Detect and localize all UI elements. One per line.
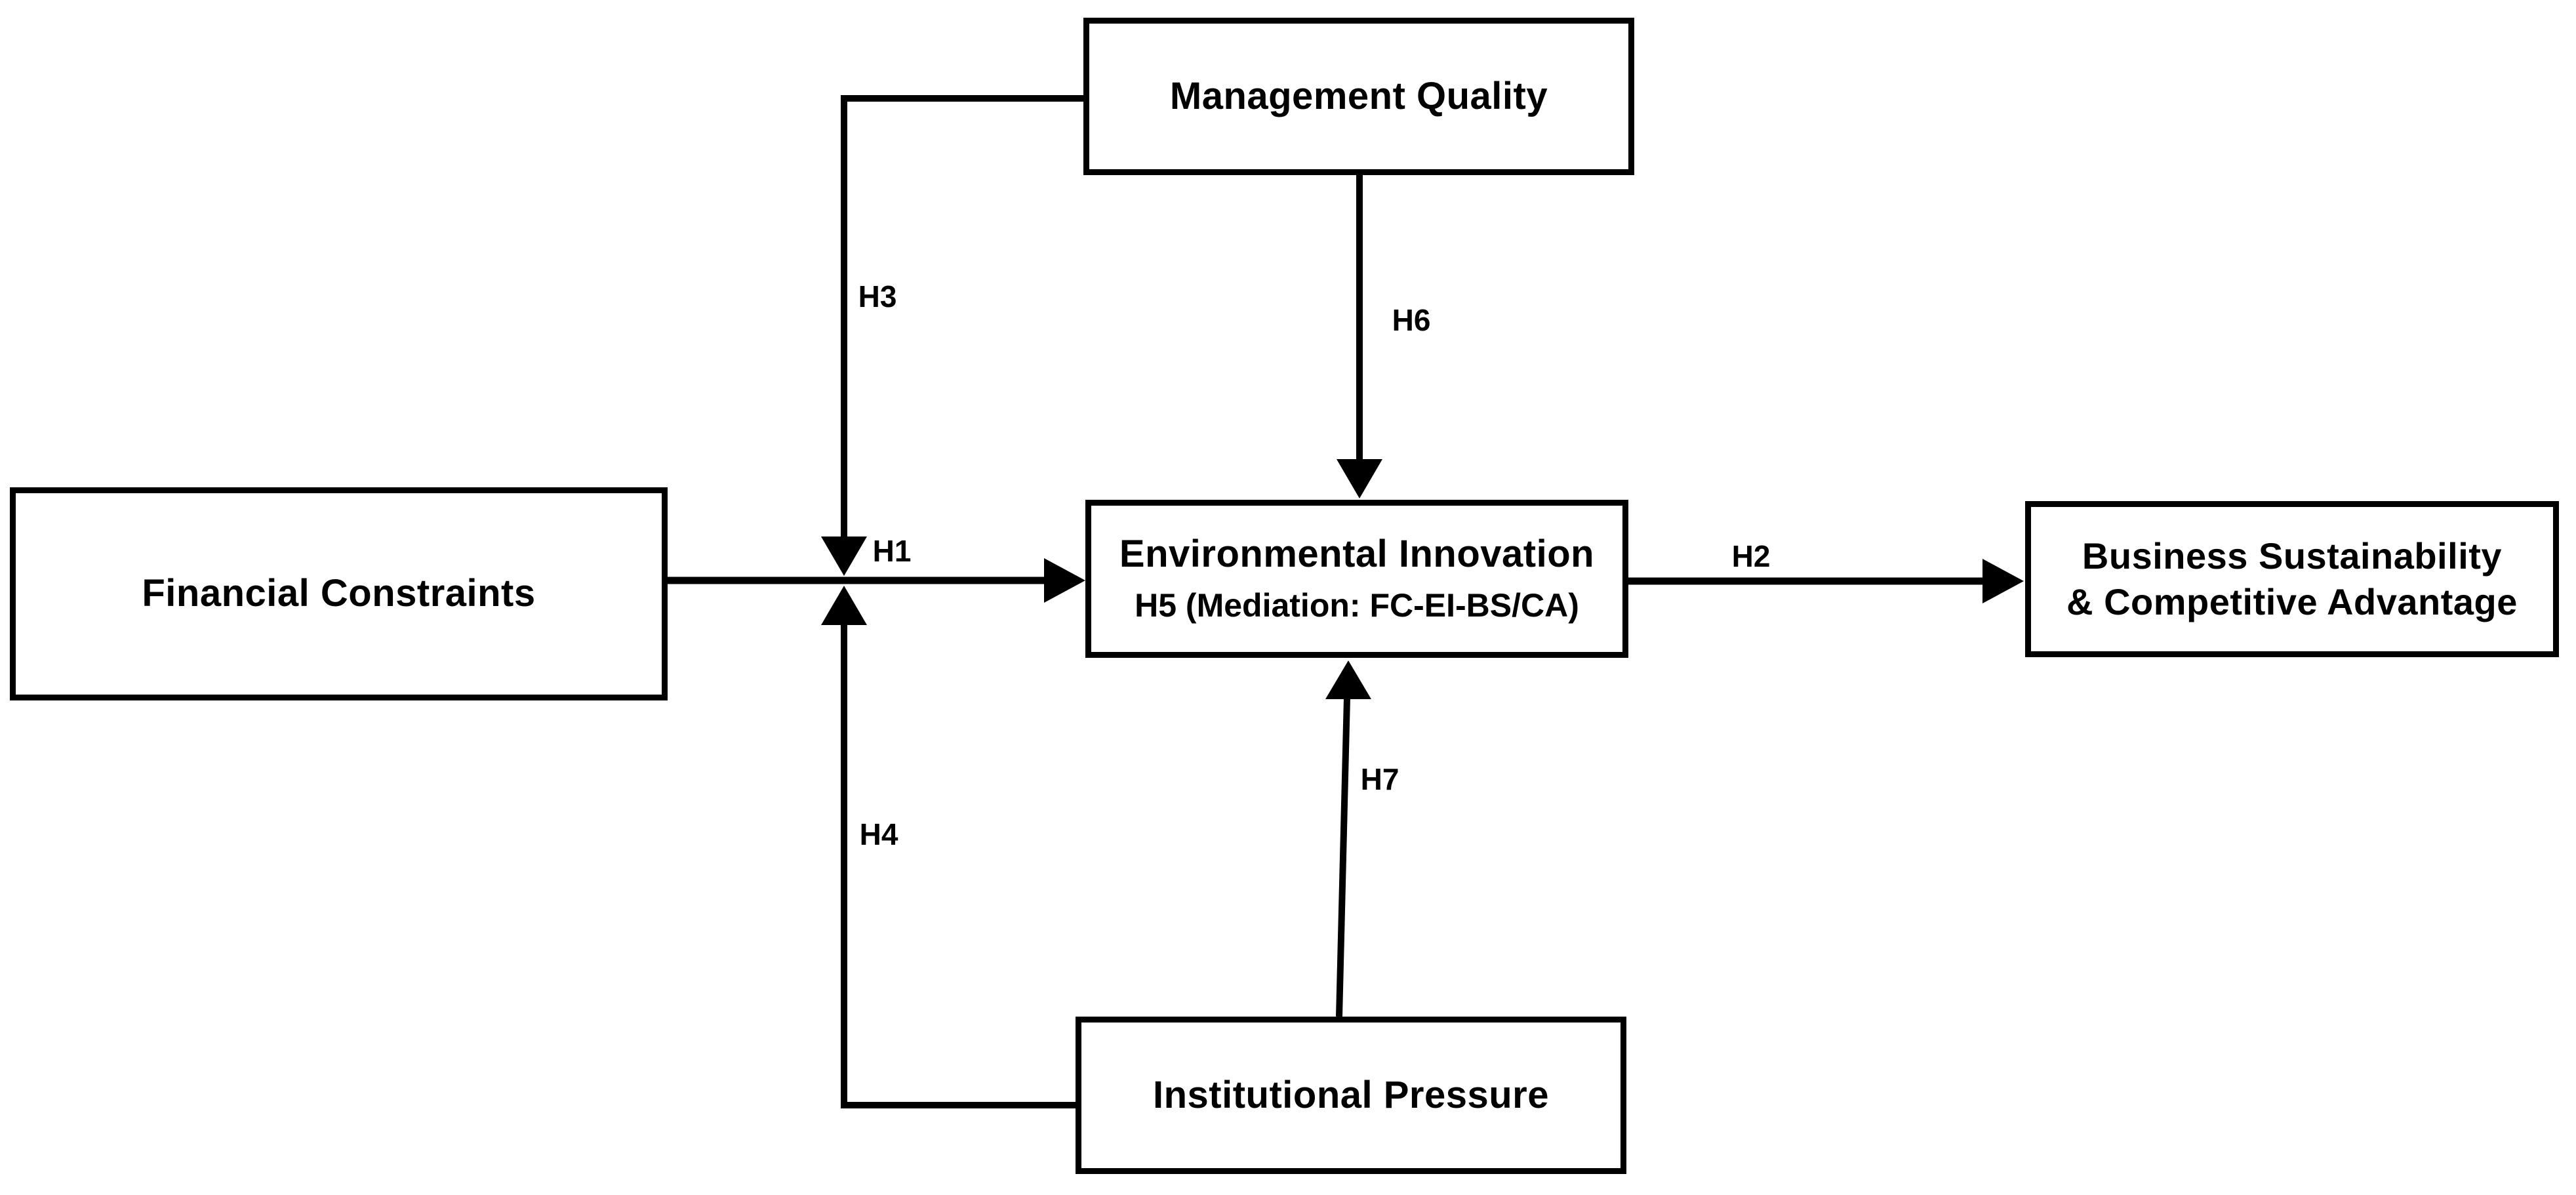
arrow-h4-head <box>821 586 867 625</box>
arrow-h1-head <box>1044 558 1085 603</box>
arrow-h2-head <box>1982 559 2024 603</box>
arrow-h1 <box>668 558 1085 603</box>
box-environmental-innovation-label: Environmental Innovation <box>1119 532 1595 575</box>
box-financial-constraints-label: Financial Constraints <box>142 572 536 615</box>
box-financial-constraints: Financial Constraints <box>10 487 668 700</box>
box-management-quality-label: Management Quality <box>1169 74 1548 117</box>
arrow-h7-line <box>1336 697 1350 1017</box>
box-business-sustainability-label: Business Sustainability & Competitive Ad… <box>2066 535 2518 622</box>
box-management-quality: Management Quality <box>1083 18 1634 175</box>
box-environmental-innovation: Environmental Innovation H5 (Mediation: … <box>1085 500 1628 658</box>
arrow-h6 <box>1337 175 1382 498</box>
arrow-h3 <box>821 95 1083 576</box>
box-business-sustainability: Business Sustainability & Competitive Ad… <box>2025 501 2559 657</box>
hypothesis-label-h2: H2 <box>1731 539 1771 573</box>
arrow-h7 <box>1325 660 1371 1017</box>
arrow-h7-head <box>1325 660 1371 699</box>
hypothesis-label-h6: H6 <box>1392 303 1431 337</box>
arrow-h4 <box>821 586 1076 1108</box>
hypothesis-label-h3: H3 <box>858 279 897 314</box>
arrow-h6-head <box>1337 459 1382 498</box>
hypothesis-label-h7: H7 <box>1360 762 1399 796</box>
box-institutional-pressure: Institutional Pressure <box>1076 1017 1626 1174</box>
hypothesis-label-h4: H4 <box>859 817 898 851</box>
hypothesis-label-h1: H1 <box>872 534 912 568</box>
box-environmental-innovation-mediation-note: H5 (Mediation: FC-EI-BS/CA) <box>1135 587 1579 624</box>
arrow-h4-elbow <box>841 623 1076 1108</box>
box-institutional-pressure-label: Institutional Pressure <box>1152 1073 1550 1116</box>
arrow-h3-elbow <box>841 95 1083 539</box>
arrow-h3-head <box>821 537 867 576</box>
arrow-h2 <box>1628 559 2024 603</box>
